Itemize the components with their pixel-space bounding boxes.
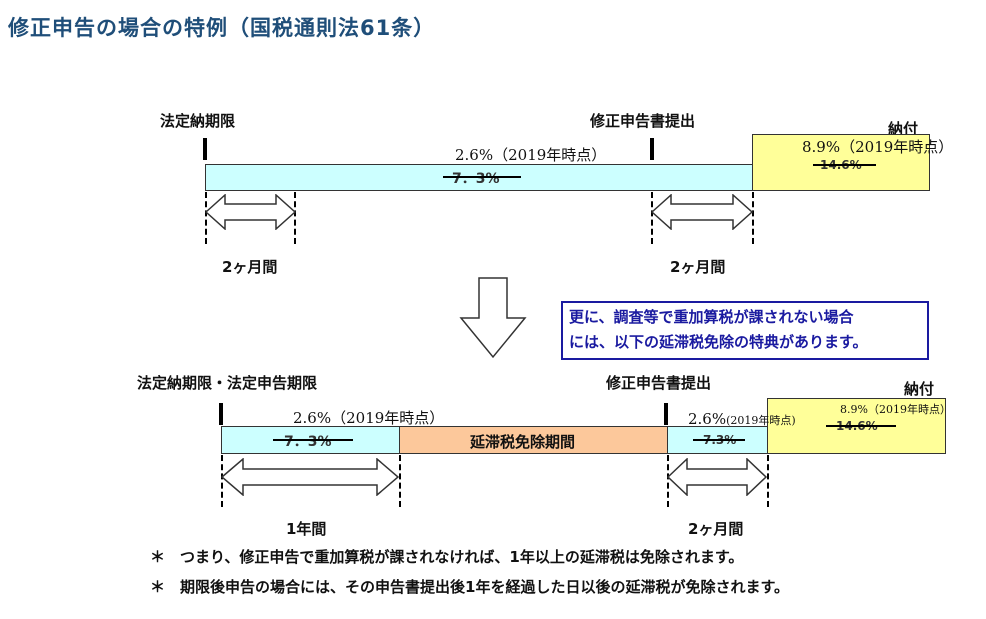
top-payment-label: 納付 bbox=[888, 120, 919, 138]
bottom-exempt-bar bbox=[399, 426, 668, 454]
top-span1-left bbox=[205, 192, 207, 244]
bottom-span2-right bbox=[767, 455, 769, 507]
bottom-payment-label: 納付 bbox=[904, 380, 935, 398]
bottom-rate2-strike bbox=[693, 439, 745, 441]
bottom-period2-label: 2ヶ月間 bbox=[688, 520, 744, 538]
bottom-rate2-new: 2.6% bbox=[688, 410, 727, 428]
note-2: ＊ 期限後申告の場合には、その申告書提出後1年を経過した日以後の延滞税が免除され… bbox=[150, 578, 789, 596]
top-pay-rate-new: 8.9%（2019年時点） bbox=[802, 138, 954, 156]
bottom-rate-old: 7．3% bbox=[284, 434, 332, 450]
top-span1-right bbox=[294, 192, 296, 244]
down-arrow-icon bbox=[459, 277, 527, 359]
top-filing-marker bbox=[650, 138, 654, 160]
callout-line-2: には、以下の延滞税免除の特典があります。 bbox=[569, 333, 868, 351]
top-span2-right bbox=[752, 192, 754, 244]
bottom-rate2-wrap: 2.6%(2019年時点) bbox=[688, 409, 796, 428]
top-pay-rate-strike bbox=[813, 164, 876, 166]
bottom-period1-label: 1年間 bbox=[286, 520, 327, 538]
top-filing-label: 修正申告書提出 bbox=[590, 112, 696, 130]
bottom-filing-label: 修正申告書提出 bbox=[606, 374, 712, 392]
bottom-deadline-marker bbox=[219, 403, 223, 425]
bottom-rate-new: 2.6%（2019年時点） bbox=[293, 409, 445, 427]
callout-line-1: 更に、調査等で重加算税が課されない場合 bbox=[569, 308, 854, 326]
bottom-deadline-label: 法定納期限・法定申告期限 bbox=[137, 374, 318, 392]
top-rate-old: 7．3% bbox=[452, 171, 500, 187]
top-rate-strike bbox=[443, 176, 521, 178]
bottom-rate2-note: (2019年時点) bbox=[726, 414, 796, 427]
bottom-span2-arrow bbox=[667, 458, 768, 496]
top-payment-box bbox=[752, 134, 930, 191]
top-span2-arrow bbox=[651, 194, 754, 230]
bottom-pay-rate-new: 8.9%（2019年時点） bbox=[840, 403, 951, 416]
bottom-span1-arrow bbox=[221, 458, 400, 496]
callout-box: 更に、調査等で重加算税が課されない場合 には、以下の延滞税免除の特典があります。 bbox=[561, 301, 929, 360]
top-rate-new: 2.6%（2019年時点） bbox=[455, 146, 607, 164]
top-deadline-marker bbox=[203, 138, 207, 160]
bottom-span1-left bbox=[221, 455, 223, 507]
bottom-filing-marker bbox=[664, 403, 668, 425]
bottom-rate-strike bbox=[273, 439, 353, 441]
note-1: ＊ つまり、修正申告で重加算税が課されなければ、1年以上の延滞税は免除されます。 bbox=[150, 548, 744, 566]
bottom-pay-rate-strike bbox=[826, 425, 896, 427]
top-span2-left bbox=[651, 192, 653, 244]
page-title: 修正申告の場合の特例（国税通則法61条） bbox=[8, 16, 436, 40]
top-span1-arrow bbox=[205, 194, 297, 230]
top-period1-label: 2ヶ月間 bbox=[222, 258, 278, 276]
bottom-span1-right bbox=[399, 455, 401, 507]
top-period2-label: 2ヶ月間 bbox=[670, 258, 726, 276]
bottom-span2-left bbox=[667, 455, 669, 507]
top-deadline-label: 法定納期限 bbox=[160, 112, 236, 130]
bottom-exempt-label: 延滞税免除期間 bbox=[470, 433, 576, 451]
